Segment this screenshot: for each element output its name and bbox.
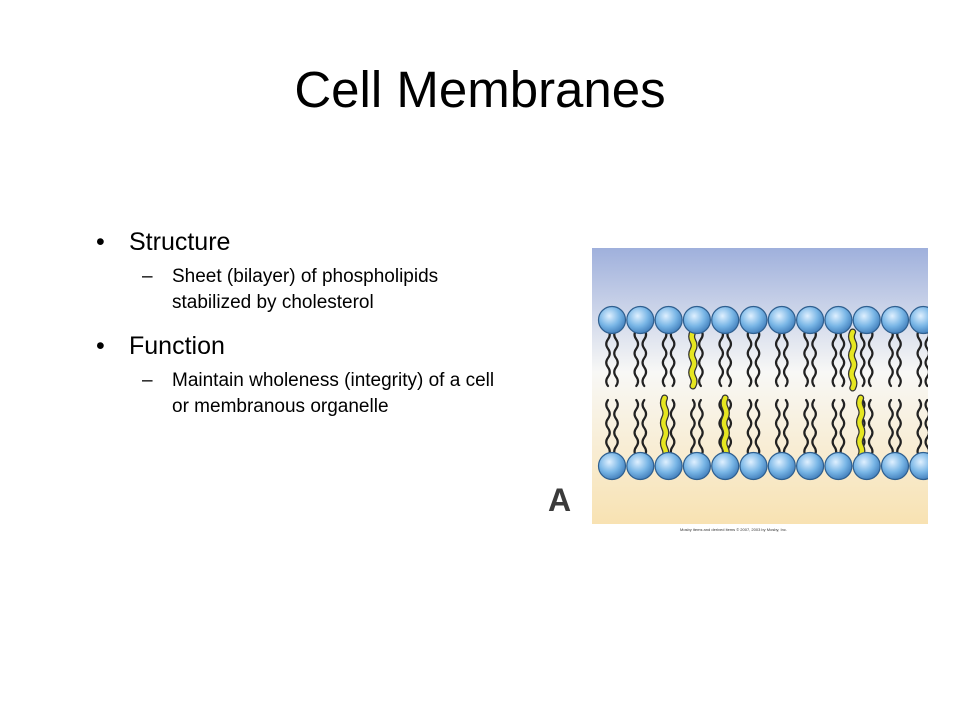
bullet-marker: • bbox=[96, 332, 105, 360]
phosphate-head bbox=[682, 451, 712, 481]
phosphate-head bbox=[880, 451, 910, 481]
lipid-tail bbox=[896, 398, 902, 458]
phosphate-head bbox=[597, 451, 627, 481]
lipid-tail bbox=[754, 328, 761, 388]
sub-bullet-marker: – bbox=[142, 370, 153, 391]
figure-label: A bbox=[548, 482, 572, 518]
lipid-tail bbox=[746, 328, 753, 388]
sub-bullet-text: Maintain wholeness (integrity) of a cell… bbox=[172, 370, 495, 417]
sub-bullet-structure: – Sheet (bilayer) of phospholipids stabi… bbox=[96, 264, 516, 316]
phosphate-head bbox=[880, 305, 910, 335]
lipid-tail bbox=[633, 328, 640, 388]
figure-background bbox=[592, 248, 928, 524]
phosphate-head bbox=[654, 451, 683, 481]
phosphate-head bbox=[654, 305, 683, 335]
phosphate-head bbox=[711, 305, 740, 335]
lipid-tail bbox=[669, 328, 676, 388]
phosphate-heads bbox=[597, 305, 928, 481]
membrane-figure: A Mosby items and derived items © 2007, … bbox=[544, 248, 928, 538]
lipid-tail bbox=[867, 398, 874, 458]
bullet-label: Function bbox=[129, 332, 225, 360]
lipid-tail bbox=[726, 328, 733, 388]
lipid-tail bbox=[782, 328, 789, 388]
lipid-tail bbox=[924, 398, 928, 458]
phosphate-head bbox=[682, 305, 712, 335]
lipid-tail bbox=[811, 328, 817, 388]
bullet-label: Structure bbox=[129, 228, 231, 256]
lipid-tail bbox=[698, 398, 704, 458]
phosphate-head bbox=[739, 451, 768, 481]
lipid-tail bbox=[698, 328, 704, 388]
cholesterol bbox=[849, 329, 857, 391]
lipid-tail bbox=[641, 328, 648, 388]
cholesterol bbox=[857, 395, 865, 459]
phosphate-head bbox=[824, 305, 853, 335]
phosphate-head bbox=[739, 305, 768, 335]
bullet-function: • Function bbox=[96, 328, 516, 364]
phospholipid-bilayer-illustration bbox=[592, 248, 928, 524]
lipid-tail bbox=[690, 398, 696, 458]
lipid-tail bbox=[839, 328, 846, 388]
bullet-list: • Structure – Sheet (bilayer) of phospho… bbox=[96, 224, 516, 432]
lipid-tail bbox=[916, 398, 923, 458]
lipid-tail bbox=[803, 328, 809, 388]
lipid-tail bbox=[811, 398, 817, 458]
lipid-tail bbox=[859, 328, 866, 388]
phosphate-head bbox=[767, 451, 796, 481]
lipid-tail bbox=[669, 398, 676, 458]
sub-bullet-marker: – bbox=[142, 266, 153, 287]
phosphate-head bbox=[597, 305, 627, 335]
lipid-tail bbox=[916, 328, 923, 388]
lipid-tail bbox=[605, 398, 611, 458]
slide-title: Cell Membranes bbox=[294, 61, 666, 118]
figure-credit: Mosby items and derived items © 2007, 20… bbox=[680, 527, 787, 532]
lipid-tail bbox=[754, 398, 761, 458]
phosphate-head bbox=[767, 305, 796, 335]
phosphate-head bbox=[626, 451, 655, 481]
lipid-tail bbox=[718, 328, 725, 388]
sub-bullet-text: Sheet (bilayer) of phospholipids stabili… bbox=[172, 266, 439, 313]
phosphate-head bbox=[852, 451, 881, 481]
lipid-tail bbox=[774, 328, 781, 388]
lipid-tail bbox=[896, 328, 902, 388]
cholesterol bbox=[689, 329, 697, 389]
lipid-tail bbox=[661, 328, 668, 388]
sub-bullet-function: – Maintain wholeness (integrity) of a ce… bbox=[96, 368, 516, 420]
lipid-tail bbox=[803, 398, 809, 458]
lipid-tail bbox=[774, 398, 781, 458]
bullet-marker: • bbox=[96, 228, 105, 256]
lipid-tail bbox=[831, 398, 838, 458]
phosphate-head bbox=[796, 305, 825, 335]
lipid-tail bbox=[839, 398, 846, 458]
cholesterol bbox=[661, 395, 669, 461]
cholesterol bbox=[721, 395, 729, 461]
lipid-tail bbox=[782, 398, 789, 458]
lipid-tail bbox=[746, 398, 753, 458]
phosphate-head bbox=[909, 451, 928, 481]
lipid-tail bbox=[924, 328, 928, 388]
lipid-tail bbox=[613, 398, 619, 458]
lipid-tail bbox=[867, 328, 874, 388]
lipid-tail bbox=[888, 398, 894, 458]
lipid-tail bbox=[605, 328, 611, 388]
phosphate-head bbox=[909, 305, 928, 335]
phosphate-head bbox=[796, 451, 825, 481]
phosphate-head bbox=[626, 305, 655, 335]
lipid-tail bbox=[641, 398, 648, 458]
lipid-tail bbox=[613, 328, 619, 388]
phosphate-head bbox=[852, 305, 881, 335]
phosphate-head bbox=[824, 451, 853, 481]
phosphate-head bbox=[711, 451, 740, 481]
lipid-tail bbox=[633, 398, 640, 458]
bullet-structure: • Structure bbox=[96, 224, 516, 260]
lipid-tail bbox=[831, 328, 838, 388]
lipid-tail bbox=[888, 328, 894, 388]
cholesterol-molecules bbox=[659, 328, 866, 462]
